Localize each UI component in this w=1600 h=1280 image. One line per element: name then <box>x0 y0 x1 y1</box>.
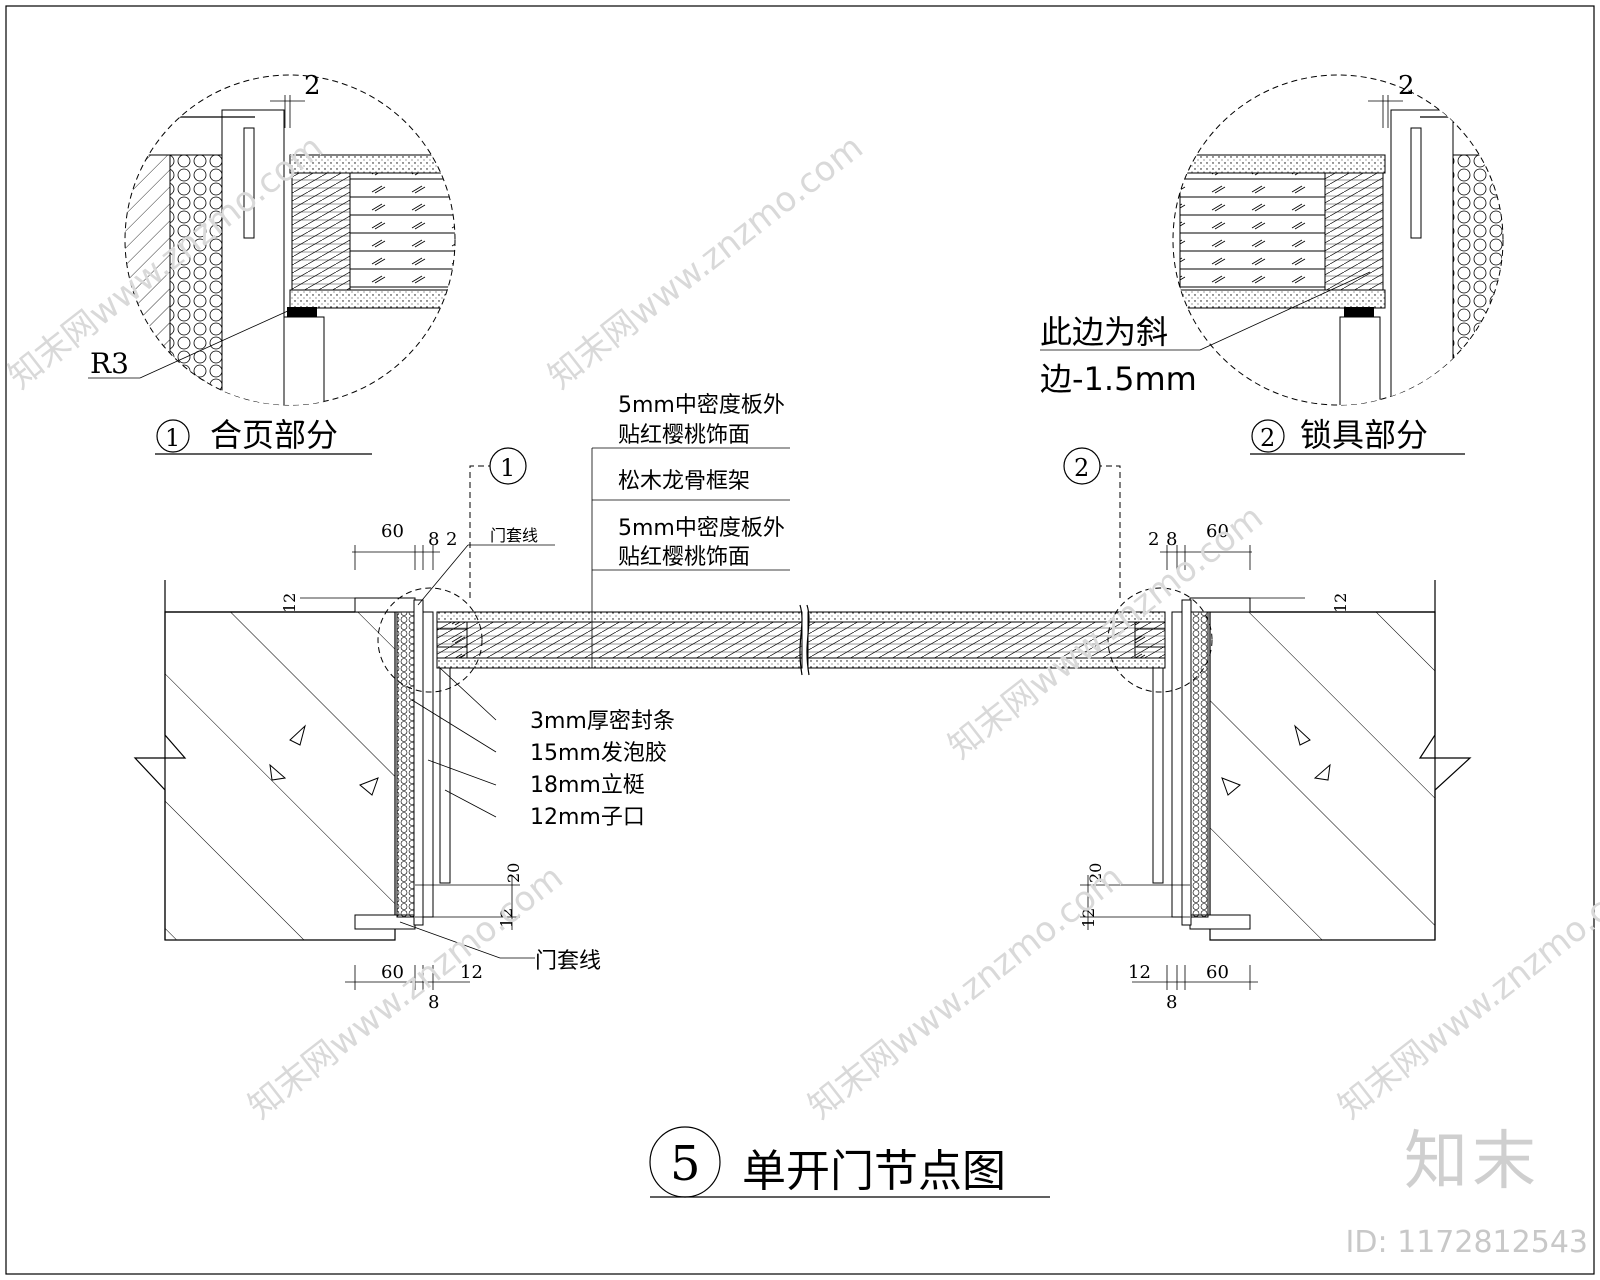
callout-stop: 12mm子口 <box>530 805 645 830</box>
main-title-text: 单开门节点图 <box>742 1146 1006 1197</box>
ref-marker-1: 1 <box>500 454 515 482</box>
callout-casing-top: 门套线 <box>490 526 538 545</box>
dim-left-20: 20 <box>504 863 523 883</box>
dim-right-20: 20 <box>1086 863 1105 883</box>
dim-left-12-top: 12 <box>280 593 299 613</box>
watermark-text-2: 知末网www.znzmo.com <box>541 127 871 397</box>
callout-panel-top-2: 贴红樱桃饰面 <box>618 423 750 448</box>
callout-panel-bot-1: 5mm中密度板外 <box>618 516 785 541</box>
dim-right-2-top: 2 <box>1148 529 1159 550</box>
callout-seal: 3mm厚密封条 <box>530 709 675 734</box>
hinge-detail-title: 合页部分 <box>210 416 338 454</box>
dim-left-60-top: 60 <box>381 521 404 542</box>
lock-circle-number: 2 <box>1260 424 1275 452</box>
watermark-logo: 知末 <box>1404 1125 1540 1199</box>
dim-right-12-side: 12 <box>1079 908 1098 928</box>
bevel-note-line1: 此边为斜 <box>1040 313 1168 351</box>
detail-lock: 2 此边为斜 边-1.5mm 2 锁具部分 <box>1040 71 1504 455</box>
dim-right-8-top: 8 <box>1166 529 1177 550</box>
main-title-number: 5 <box>670 1136 701 1192</box>
dim-left-2-top: 2 <box>446 529 457 550</box>
dim-right-8-bottom: 8 <box>1166 992 1177 1013</box>
dim-left-12-side: 12 <box>497 908 516 928</box>
radius-label: R3 <box>90 347 129 380</box>
callout-stile: 18mm立梃 <box>530 773 645 798</box>
callout-frame: 松木龙骨框架 <box>618 469 750 494</box>
dim-left-12-bottom: 12 <box>460 962 483 983</box>
hinge-gap-dim: 2 <box>304 71 321 101</box>
callout-foam: 15mm发泡胶 <box>530 741 667 766</box>
dim-right-12-top: 12 <box>1331 593 1350 613</box>
bevel-note-line2: 边-1.5mm <box>1040 360 1197 398</box>
hinge-circle-number: 1 <box>165 424 180 452</box>
watermark-id: ID: 1172812543 <box>1345 1225 1588 1260</box>
sheet-border <box>5 5 1595 1275</box>
callout-panel-bot-2: 贴红樱桃饰面 <box>618 545 750 570</box>
main-title: 5 单开门节点图 <box>649 1126 1050 1198</box>
callout-casing-bottom: 门套线 <box>535 949 601 974</box>
dim-left-60-bottom: 60 <box>381 962 404 983</box>
main-section: 1 2 5mm中密度板外 贴红樱桃饰面 松木龙骨框架 5mm中密度板外 贴红樱桃… <box>133 393 1472 1013</box>
ref-marker-2: 2 <box>1074 454 1089 482</box>
detail-hinge: 2 R3 1 合页部分 <box>88 71 456 455</box>
watermark-text-5: 知末网www.znzmo.com <box>801 857 1131 1127</box>
lock-gap-dim: 2 <box>1398 71 1415 101</box>
callout-panel-top-1: 5mm中密度板外 <box>618 393 785 418</box>
dim-left-8-top: 8 <box>428 529 439 550</box>
dim-right-12-bottom: 12 <box>1128 962 1151 983</box>
dim-left-8-bottom: 8 <box>428 992 439 1013</box>
dim-right-60-bottom: 60 <box>1206 962 1229 983</box>
dim-right-60-top: 60 <box>1206 521 1229 542</box>
lock-detail-title: 锁具部分 <box>1300 416 1428 454</box>
